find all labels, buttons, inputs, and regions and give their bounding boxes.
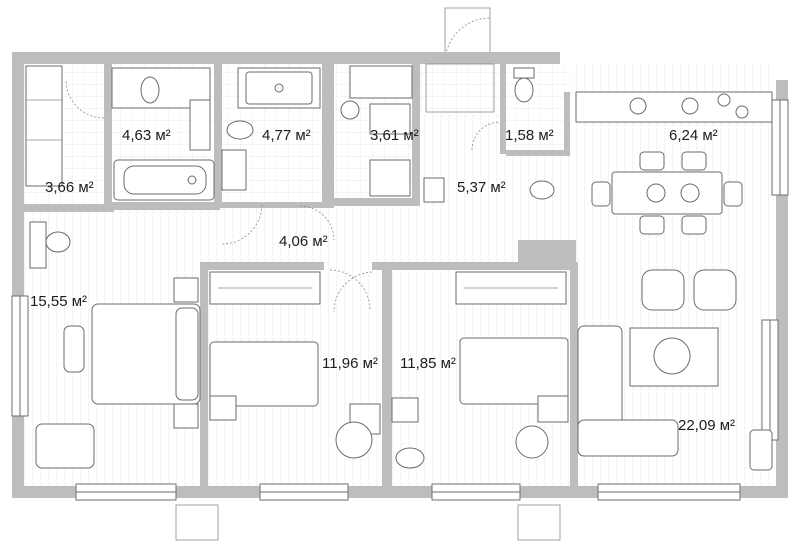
area-bedroom-2: 11,96 м² <box>322 355 378 372</box>
area-living: 22,09 м² <box>678 417 735 434</box>
area-wc: 1,58 м² <box>505 127 554 144</box>
interior-walls <box>24 64 580 498</box>
bathroom-1-fixtures <box>111 67 215 201</box>
area-corridor: 4,06 м² <box>279 233 328 250</box>
door-swings <box>65 79 501 313</box>
area-entry-hall: 5,37 м² <box>457 179 506 196</box>
entry-fixtures <box>423 63 555 203</box>
area-bath-1: 4,63 м² <box>122 127 171 144</box>
area-kitchen: 6,24 м² <box>669 127 718 144</box>
balcony-right <box>517 504 561 541</box>
kitchen-fixtures <box>575 91 773 235</box>
area-bedroom-master: 15,55 м² <box>30 293 87 310</box>
area-bath-2: 4,77 м² <box>262 127 311 144</box>
area-labels: 4,63 м² 4,77 м² 3,61 м² 1,58 м² 6,24 м² … <box>30 127 735 434</box>
bathroom-2-fixtures <box>221 67 321 191</box>
laundry-fixtures <box>340 65 413 197</box>
balcony-left <box>175 504 219 541</box>
area-wardrobe: 3,66 м² <box>45 179 94 196</box>
wc-fixtures <box>513 67 535 103</box>
area-bedroom-3: 11,85 м² <box>400 355 456 372</box>
bedroom-2-furniture <box>209 271 425 469</box>
windows <box>11 99 789 501</box>
wardrobe-shelves <box>25 65 63 187</box>
living-room-furniture <box>577 269 773 471</box>
master-bedroom-furniture <box>29 221 201 469</box>
bedroom-3-furniture <box>391 271 569 459</box>
area-laundry: 3,61 м² <box>370 127 419 144</box>
